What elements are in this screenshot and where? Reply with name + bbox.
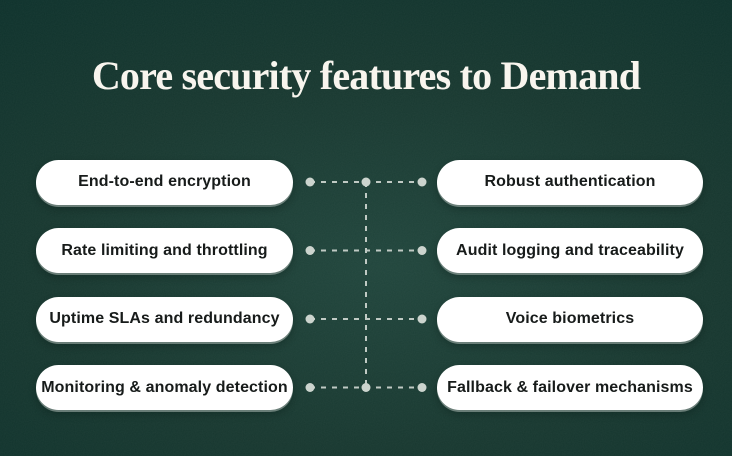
dashed-lines: [310, 181, 422, 389]
feature-pill-audit-logging: Audit logging and traceability: [437, 228, 703, 273]
dot: [361, 177, 371, 187]
feature-pill-end-to-end-encryption: End-to-end encryption: [36, 159, 293, 205]
connector-dots: [305, 177, 427, 392]
dot: [361, 383, 371, 392]
dot: [417, 383, 427, 392]
dot: [305, 246, 315, 255]
dot: [305, 383, 315, 392]
dot: [417, 177, 427, 187]
right-feature-column: Robust authentication Audit logging and …: [437, 159, 703, 410]
dot: [305, 314, 315, 324]
dot: [417, 314, 427, 324]
dot: [417, 246, 427, 255]
feature-pill-monitoring-anomaly-detection: Monitoring & anomaly detection: [36, 365, 293, 410]
dot: [305, 177, 315, 187]
feature-pill-rate-limiting: Rate limiting and throttling: [36, 228, 293, 273]
left-feature-column: End-to-end encryption Rate limiting and …: [36, 159, 293, 410]
feature-pill-uptime-slas: Uptime SLAs and redundancy: [36, 296, 293, 342]
feature-pill-fallback-failover: Fallback & failover mechanisms: [437, 365, 703, 410]
feature-pill-robust-authentication: Robust authentication: [437, 159, 703, 205]
page-title: Core security features to Demand: [91, 53, 641, 98]
feature-pill-voice-biometrics: Voice biometrics: [437, 296, 703, 342]
